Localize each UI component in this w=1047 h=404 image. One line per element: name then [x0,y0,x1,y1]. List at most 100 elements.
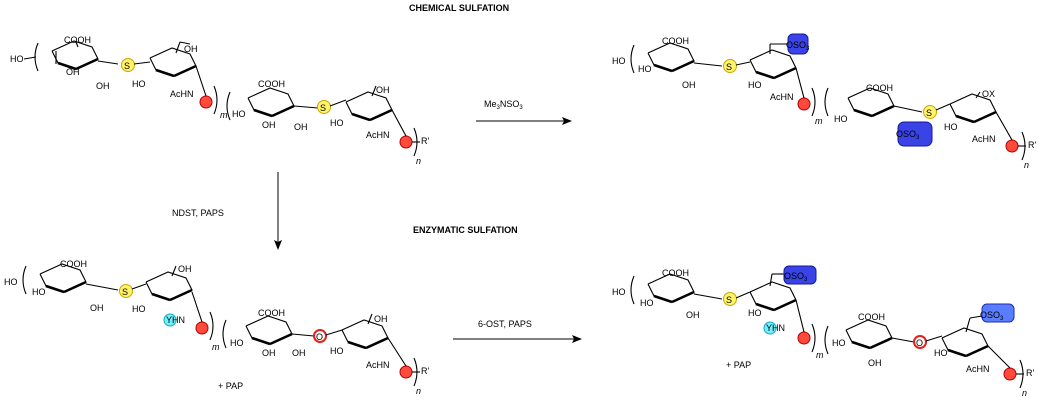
so3-label: OSO3 [784,271,808,283]
oh-label: OH [376,85,390,95]
cooh-label: COOH [60,259,87,269]
acnh-label: AcHN [366,130,390,140]
ho-label: HO [4,277,18,287]
oxygen-highlight [797,97,811,111]
m-subscript: m [220,110,228,120]
oxygen-highlight [399,135,413,149]
thio-linkage-highlight [923,105,937,119]
o-atom: O [316,332,323,342]
oh-label: OH [90,303,104,313]
thio-linkage-highlight [723,292,737,306]
ho-label: HO [612,287,626,297]
pap-label-left: + PAP [218,381,243,391]
m-subscript: m [815,116,823,126]
ho-label: HO [638,64,652,74]
pap-label-right: + PAP [726,360,751,370]
ho-label: HO [330,346,344,356]
enzymatic-sulfation-header: ENZYMATIC SULFATION [413,225,518,235]
cooh-label: COOH [858,312,885,322]
oh-label: OH [294,122,308,132]
s-atom: S [124,61,130,71]
ho-label: HO [944,122,958,132]
s-atom: S [726,62,732,72]
r-prime-label: R' [1026,368,1034,378]
cooh-label: COOH [662,36,689,46]
oxygen-highlight [1003,367,1017,381]
ho-label: HO [748,80,762,90]
six-ost-arrow [453,335,582,343]
oh-label: OH [184,44,198,54]
chemical-product: HO COOH HO OH S OSO3 HO AcHN m COOH HO O… [612,33,1036,170]
oh-label: OH [66,67,80,77]
thio-linkage-highlight [121,58,135,72]
yhn-label: YHN [166,315,185,325]
yhn-label: YHN [766,323,785,333]
chemical-reagent-label: Me3NSO3 [484,99,523,111]
r-prime-label: R' [421,366,429,376]
oh-label: OH [96,81,110,91]
s-atom: S [122,287,128,297]
ho-label: HO [934,348,948,358]
cooh-label: COOH [258,79,285,89]
so3-label: OSO3 [786,40,810,52]
n-subscript: n [1024,160,1029,170]
sulfate-highlight [897,121,933,147]
n-subscript: n [416,386,421,396]
oxygen-highlight [399,365,413,379]
ndst-intermediate: HO COOH HO OH S OH HO YHN m HO COOH OH O… [4,259,429,396]
oxygen-linkage-highlight [313,329,327,343]
s-atom: S [926,108,932,118]
ho-label: HO [640,298,654,308]
ho-label: HO [748,308,762,318]
amine-highlight [163,313,177,327]
o-atom: O [916,338,923,348]
starting-material: HO COOH OH OH S OH HO AcHN m HO COOH OH … [10,35,429,166]
oh-label: OH [868,358,882,368]
oh-label: OH [682,80,696,90]
oh-label: OH [292,348,306,358]
cooh-label: COOH [866,83,893,93]
ho-label: HO [10,54,24,64]
ho-label: HO [232,109,246,119]
acnh-label: AcHN [770,92,794,102]
s-atom: S [320,103,326,113]
ho-label: HO [832,338,846,348]
acnh-label: AcHN [966,364,990,374]
ho-label: HO [612,56,626,66]
thio-linkage-highlight [723,59,737,73]
sulfate-highlight [787,33,809,55]
ox-label: OX [982,89,995,99]
s-atom: S [726,295,732,305]
cooh-label: COOH [258,308,285,318]
oh-label: OH [262,348,276,358]
oxygen-highlight [195,321,209,335]
oh-label: OH [178,264,192,274]
enzymatic-product: HO COOH HO OH S OSO3 HO YHN m HO COOH OH… [612,265,1034,398]
oxygen-linkage-highlight [913,335,927,349]
six-ost-reagent-label: 6-OST, PAPS [478,319,532,329]
ho-label: HO [132,304,146,314]
ndst-arrow [274,172,282,250]
so3-label: OSO3 [980,310,1004,322]
r-prime-label: R' [1028,140,1036,150]
chemical-arrow [476,117,572,125]
r-prime-label: R' [421,136,429,146]
m-subscript: m [816,350,824,360]
n-subscript: n [1022,388,1027,398]
ndst-reagent-label: NDST, PAPS [172,208,224,218]
oh-label: OH [686,310,700,320]
acnh-label: AcHN [366,360,390,370]
ho-label: HO [230,338,244,348]
ho-label: HO [834,114,848,124]
acnh-label: AcHN [170,89,194,99]
oh-label: OH [374,314,388,324]
so3-label: OSO3 [896,129,920,141]
oh-label: OH [262,120,276,130]
m-subscript: m [212,342,220,352]
cooh-label: COOH [662,268,689,278]
cooh-label: COOH [64,35,91,45]
ho-label: HO [330,118,344,128]
sulfate-highlight [981,303,1015,323]
thio-linkage-highlight [119,284,133,298]
